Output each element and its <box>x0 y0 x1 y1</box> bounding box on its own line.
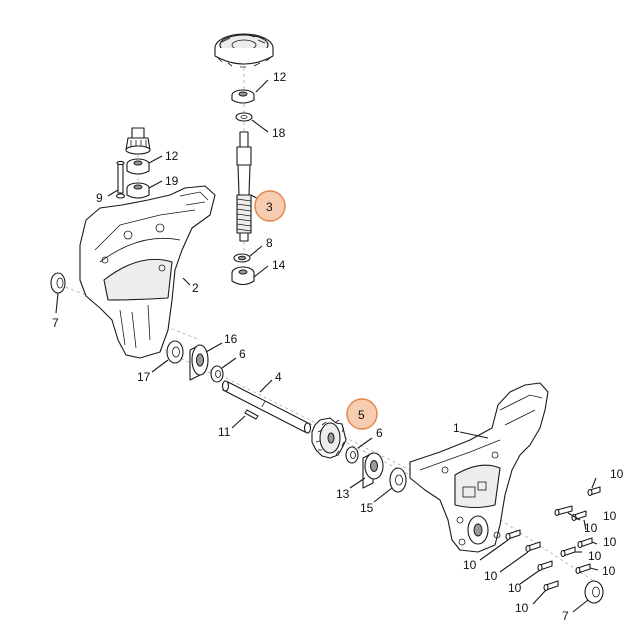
callout-12[interactable]: 12 <box>165 149 179 163</box>
screw-10f <box>575 563 591 575</box>
callout-10[interactable]: 10 <box>602 564 616 578</box>
bearing-12-top <box>231 89 255 104</box>
right-housing-1 <box>409 382 549 553</box>
callout-10[interactable]: 10 <box>515 601 529 615</box>
callout-16[interactable]: 16 <box>224 332 238 346</box>
callout-15[interactable]: 15 <box>360 501 374 515</box>
callout-14[interactable]: 14 <box>272 258 286 272</box>
callout-3[interactable]: 3 <box>266 200 273 214</box>
callout-5[interactable]: 5 <box>358 408 365 422</box>
callout-10[interactable]: 10 <box>588 549 602 563</box>
seal-15 <box>389 467 407 493</box>
vertical-shaft-3 <box>236 131 252 242</box>
left-housing-2 <box>79 185 216 359</box>
top-gear-wheel <box>214 33 274 68</box>
callout-12[interactable]: 12 <box>273 70 287 84</box>
callout-10[interactable]: 10 <box>463 558 477 572</box>
callout-labels: 12 18 12 9 19 3 8 14 2 7 16 6 17 4 5 11 … <box>52 70 624 623</box>
washer-18 <box>235 112 253 122</box>
screw-10j <box>543 580 559 592</box>
callout-7[interactable]: 7 <box>52 316 59 330</box>
ring-6-upper <box>210 365 224 383</box>
callout-10[interactable]: 10 <box>610 467 624 481</box>
callout-4[interactable]: 4 <box>275 370 282 384</box>
callout-10[interactable]: 10 <box>584 521 598 535</box>
screw-10i <box>537 560 553 572</box>
highlight-circle-3 <box>254 190 286 222</box>
callout-10[interactable]: 10 <box>508 581 522 595</box>
callout-6[interactable]: 6 <box>239 347 246 361</box>
screw-10d <box>577 537 593 549</box>
seal-7-left <box>50 272 66 294</box>
leader-lines <box>55 79 599 613</box>
horizontal-shaft-4 <box>221 380 312 434</box>
callout-6[interactable]: 6 <box>376 426 383 440</box>
bearing-12-left <box>126 158 150 175</box>
callout-1[interactable]: 1 <box>453 421 460 435</box>
screw-10h <box>525 541 541 553</box>
callout-7[interactable]: 7 <box>562 609 569 623</box>
bearing-14 <box>231 266 255 286</box>
screw-10b <box>554 505 573 517</box>
seal-17 <box>166 340 184 364</box>
callout-10[interactable]: 10 <box>484 569 498 583</box>
key-11 <box>244 409 259 420</box>
callout-18[interactable]: 18 <box>272 126 286 140</box>
callout-19[interactable]: 19 <box>165 174 179 188</box>
callout-9[interactable]: 9 <box>96 191 103 205</box>
seal-7-right <box>584 580 604 604</box>
bearing-13 <box>362 452 384 489</box>
callout-10[interactable]: 10 <box>603 535 617 549</box>
screw-10g <box>505 529 521 541</box>
pin-9 <box>115 160 126 199</box>
ring-6-lower <box>345 446 359 464</box>
callout-13[interactable]: 13 <box>336 487 350 501</box>
bearing-19 <box>126 182 150 199</box>
left-drive-gear <box>125 127 151 155</box>
callout-2[interactable]: 2 <box>192 281 199 295</box>
callout-8[interactable]: 8 <box>266 236 273 250</box>
screws-10 <box>505 486 601 592</box>
callout-17[interactable]: 17 <box>137 370 151 384</box>
bearing-16 <box>189 344 209 381</box>
seal-8 <box>233 253 251 263</box>
highlight-circles <box>254 190 378 430</box>
highlight-circle-5 <box>346 398 378 430</box>
callout-10[interactable]: 10 <box>603 509 617 523</box>
screw-10a <box>587 486 601 497</box>
screw-10e <box>560 546 576 558</box>
gear-5 <box>311 417 347 459</box>
callout-11[interactable]: 11 <box>218 425 231 439</box>
